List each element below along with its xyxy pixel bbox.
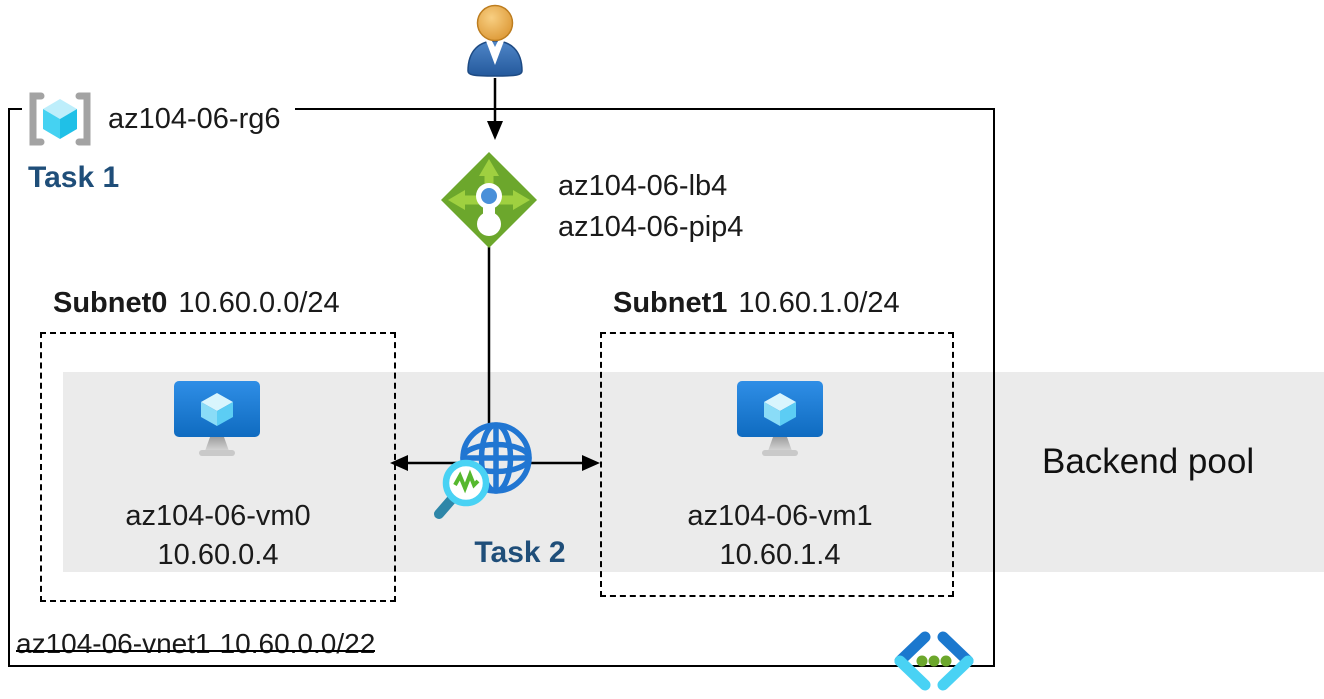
subnet1-cidr: 10.60.1.0/24 xyxy=(738,287,900,319)
resource-group-label: az104-06-rg6 xyxy=(108,102,281,135)
vm1-virtual-machine-icon xyxy=(735,379,825,462)
vm0-virtual-machine-icon xyxy=(172,379,262,462)
vm0-name: az104-06-vm0 xyxy=(125,500,311,532)
subnet1-label: Subnet1 10.60.1.0/24 xyxy=(613,286,900,321)
vnet-cidr: 10.60.0.0/22 xyxy=(219,628,376,659)
vnet-box-edge-line xyxy=(16,650,376,652)
backend-pool-band xyxy=(63,372,1324,572)
lb-name: az104-06-lb4 xyxy=(558,170,728,202)
subnet0-name: Subnet0 xyxy=(53,287,168,319)
vm0-label: az104-06-vm0 10.60.0.4 xyxy=(68,497,368,575)
resource-group-header: az104-06-rg6 xyxy=(22,90,295,148)
subnet0-label: Subnet0 10.60.0.0/24 xyxy=(53,286,340,321)
subnet0-box xyxy=(40,332,396,602)
load-balancer-labels: az104-06-lb4 az104-06-pip4 xyxy=(558,166,743,248)
load-balancer-icon xyxy=(439,150,539,255)
subnet1-name: Subnet1 xyxy=(613,287,728,319)
code-brackets-icon xyxy=(891,627,977,699)
vm1-label: az104-06-vm1 10.60.1.4 xyxy=(630,497,930,575)
vm1-ip: 10.60.1.4 xyxy=(719,539,841,571)
subnet1-box xyxy=(600,332,954,597)
subnet0-cidr: 10.60.0.0/24 xyxy=(178,287,340,319)
globe-monitor-icon xyxy=(430,415,548,532)
resource-group-box xyxy=(8,108,995,667)
backend-pool-label: Backend pool xyxy=(1042,442,1255,481)
task1-label: Task 1 xyxy=(28,161,120,194)
user-icon xyxy=(459,3,531,82)
vnet-name: az104-06-vnet1 xyxy=(16,628,211,659)
lb-public-ip: az104-06-pip4 xyxy=(558,211,744,243)
vm1-name: az104-06-vm1 xyxy=(687,500,873,532)
vnet-label: az104-06-vnet1 10.60.0.0/22 xyxy=(16,628,376,660)
vm0-ip: 10.60.0.4 xyxy=(157,539,279,571)
task2-label: Task 2 xyxy=(474,536,566,569)
resource-group-icon xyxy=(29,92,91,146)
